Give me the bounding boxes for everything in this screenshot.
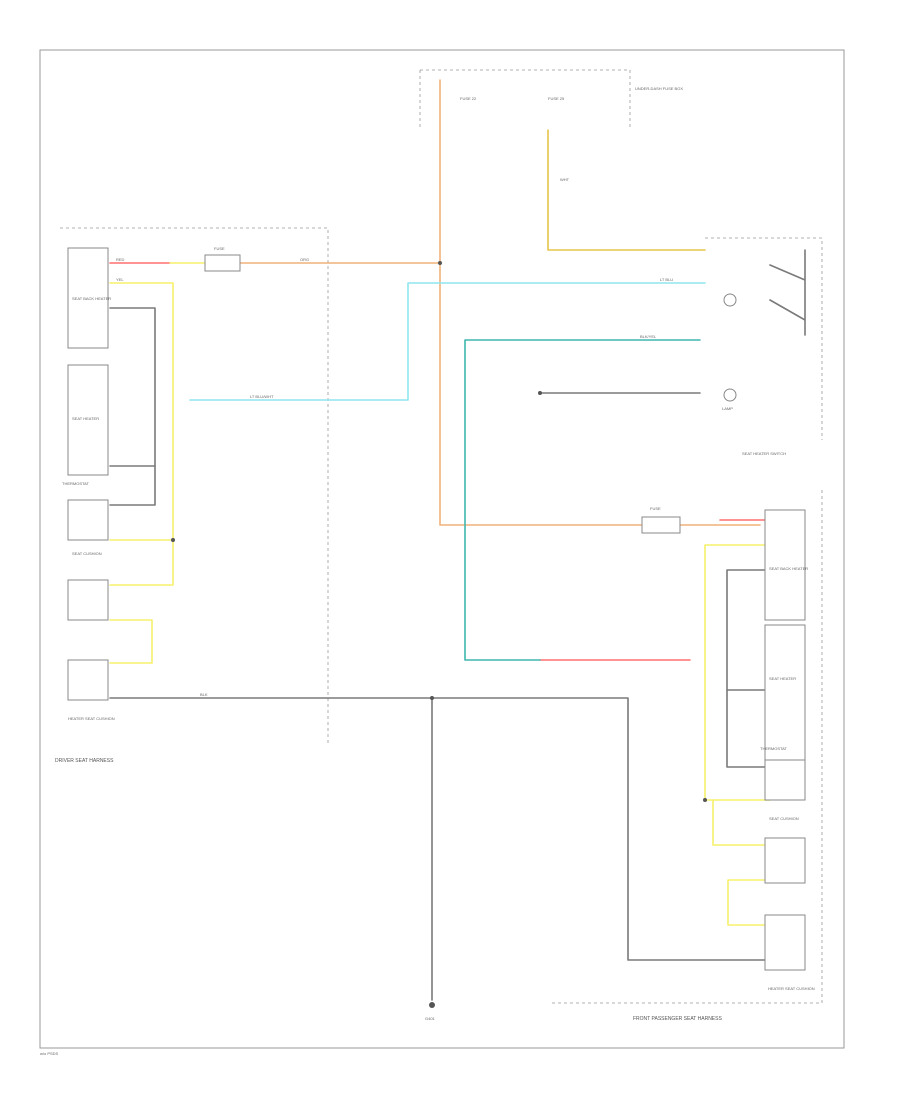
ground-label: G401 bbox=[425, 1016, 436, 1021]
svg-text:SEAT CUSHION: SEAT CUSHION bbox=[769, 816, 799, 821]
ground-point: G401 bbox=[425, 1002, 436, 1021]
passenger-harness-label: FRONT PASSENGER SEAT HARNESS bbox=[633, 1016, 722, 1022]
passenger-thermostat-label: THERMOSTAT bbox=[760, 746, 788, 751]
wire-yellow-passenger bbox=[704, 544, 771, 801]
svg-text:YEL: YEL bbox=[116, 277, 124, 282]
wire-yellow-driver bbox=[109, 282, 174, 586]
wire-orange-main bbox=[439, 79, 761, 526]
heater-switch-label: SEAT HEATER SWITCH bbox=[742, 451, 786, 456]
driver-seat-bottom-1 bbox=[67, 579, 109, 621]
wire-teal bbox=[464, 339, 701, 661]
svg-text:FUSE 22: FUSE 22 bbox=[460, 96, 477, 101]
svg-text:ORG: ORG bbox=[300, 257, 309, 262]
wire-black-ground bbox=[109, 697, 766, 961]
svg-text:LT BLU: LT BLU bbox=[660, 277, 673, 282]
driver-seat-bottom-2 bbox=[67, 659, 109, 701]
driver-harness-boundary bbox=[60, 227, 329, 745]
wire-cyan bbox=[189, 282, 706, 401]
fuse-box-top-label: UNDER-DASH FUSE BOX bbox=[635, 86, 683, 91]
svg-text:SEAT BACK HEATER: SEAT BACK HEATER bbox=[769, 566, 808, 571]
driver-heater bbox=[67, 364, 109, 476]
passenger-seat-bottom-1 bbox=[764, 837, 806, 884]
driver-heater-label: SEAT HEATER bbox=[72, 416, 99, 421]
passenger-harness-boundary bbox=[552, 490, 823, 1004]
svg-text:BLK: BLK bbox=[200, 692, 208, 697]
svg-text:WHT: WHT bbox=[560, 177, 570, 182]
footer-label: w/o PSDS bbox=[40, 1051, 59, 1056]
svg-text:FUSE: FUSE bbox=[650, 506, 661, 511]
driver-thermostat-label: THERMOSTAT bbox=[62, 481, 90, 486]
svg-text:SEAT BACK HEATER: SEAT BACK HEATER bbox=[72, 296, 111, 301]
passenger-seat-cushion bbox=[764, 759, 806, 801]
passenger-seat-back-heater bbox=[764, 509, 806, 621]
fuse-box-top: UNDER-DASH FUSE BOX FUSE 22 FUSE 25 bbox=[419, 69, 683, 128]
driver-seat-cushion bbox=[67, 499, 109, 541]
fuse-right bbox=[641, 516, 681, 534]
diagram-frame bbox=[39, 49, 845, 1049]
svg-text:BLK/YEL: BLK/YEL bbox=[640, 334, 657, 339]
passenger-heater bbox=[764, 624, 806, 766]
svg-text:HEATER SEAT CUSHION: HEATER SEAT CUSHION bbox=[768, 986, 815, 991]
seat-heater-switch: LAMP bbox=[722, 249, 806, 411]
svg-text:SEAT CUSHION: SEAT CUSHION bbox=[72, 551, 102, 556]
passenger-seat-bottom-2 bbox=[764, 914, 806, 971]
svg-text:LT BLU/WHT: LT BLU/WHT bbox=[250, 394, 274, 399]
svg-text:HEATER SEAT CUSHION: HEATER SEAT CUSHION bbox=[68, 716, 115, 721]
svg-text:RED: RED bbox=[116, 257, 125, 262]
driver-seat-back-heater bbox=[67, 247, 109, 349]
wire-yellow-top bbox=[547, 129, 706, 251]
passenger-heater-label: SEAT HEATER bbox=[769, 676, 796, 681]
driver-harness-label: DRIVER SEAT HARNESS bbox=[55, 758, 114, 764]
svg-text:FUSE 25: FUSE 25 bbox=[548, 96, 565, 101]
svg-text:FUSE: FUSE bbox=[214, 246, 225, 251]
fuse-left bbox=[204, 254, 241, 272]
svg-text:LAMP: LAMP bbox=[722, 406, 733, 411]
